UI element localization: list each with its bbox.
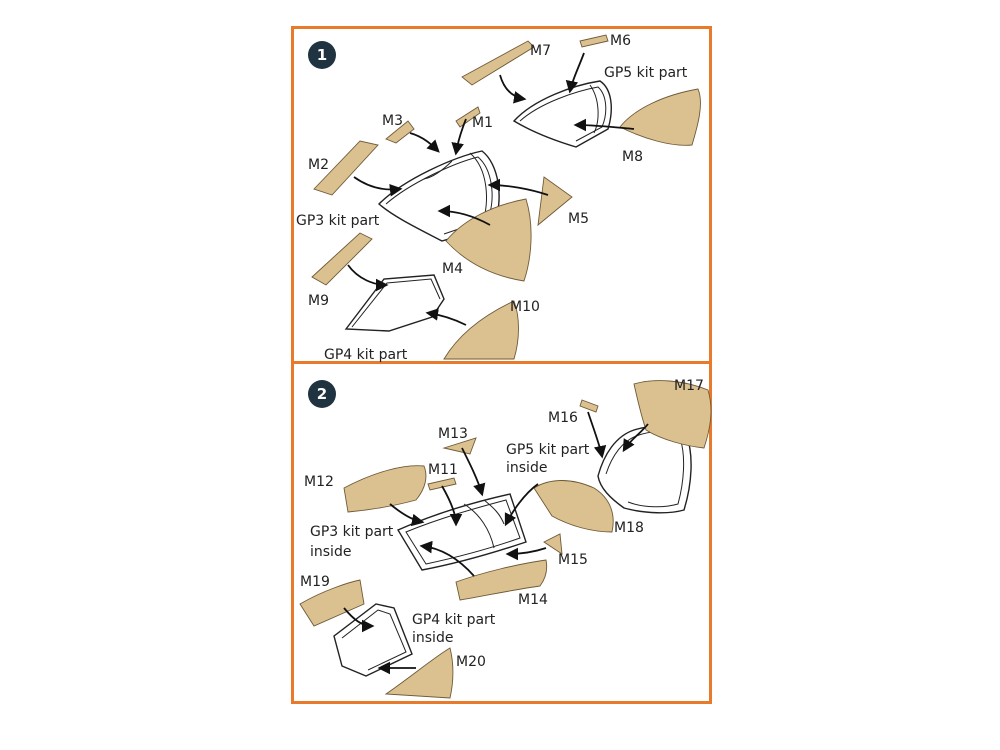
arrow-m16 [587, 411, 607, 459]
arrow-m12 [389, 503, 425, 527]
step-2-diagram: M17 M16 M13 GP5 kit part inside M11 M12 … [299, 378, 712, 699]
arrow-m10 [425, 308, 467, 326]
mask-m3 [385, 120, 415, 144]
mask-m6 [579, 34, 609, 48]
label-m9: M9 [308, 293, 329, 309]
mask-m9 [311, 232, 373, 286]
label-gp3-line2: inside [310, 544, 351, 560]
label-m19: M19 [300, 574, 330, 590]
gp4-kit-part [344, 274, 445, 332]
gp5-kit-part [512, 80, 612, 148]
label-m15: M15 [558, 552, 588, 568]
arrow-m9 [347, 264, 389, 292]
label-m3: M3 [382, 113, 403, 129]
arrow-m6 [565, 52, 585, 94]
arrow-m14 [419, 540, 475, 577]
mask-m16 [579, 399, 599, 413]
mask-m1 [455, 106, 481, 128]
label-m11: M11 [428, 462, 458, 478]
mask-m8 [619, 88, 701, 146]
arrow-m17 [622, 423, 649, 453]
label-m18: M18 [614, 520, 644, 536]
label-gp5-line2: inside [506, 460, 547, 476]
label-m4: M4 [442, 261, 463, 277]
arrow-m8 [573, 118, 635, 132]
label-m20: M20 [456, 654, 486, 670]
step-1-badge: 1 [308, 41, 336, 69]
gp4-kit-part-inside [333, 603, 413, 677]
mask-m11 [427, 477, 457, 491]
mask-m19 [299, 579, 365, 627]
label-gp4-line2: inside [412, 630, 453, 646]
arrow-m1 [451, 118, 467, 156]
label-m1: M1 [472, 115, 493, 131]
label-m10: M10 [510, 299, 540, 315]
label-m2: M2 [308, 157, 329, 173]
label-gp4: GP4 kit part [324, 347, 408, 363]
mask-m17 [633, 380, 712, 449]
gp5-kit-part-inside [597, 425, 692, 514]
step-1-diagram: M7 M6 GP5 kit part M8 M3 M1 M2 GP3 kit p… [296, 33, 701, 363]
arrow-m15 [505, 547, 547, 561]
arrow-m18 [504, 483, 539, 527]
label-m5: M5 [568, 211, 589, 227]
arrow-m11 [441, 485, 463, 527]
arrow-m3 [409, 132, 440, 153]
mask-m15 [543, 533, 563, 555]
mask-m5 [537, 176, 573, 227]
label-m17: M17 [674, 378, 704, 394]
arrow-m5 [487, 178, 549, 196]
label-gp3-line1: GP3 kit part [310, 524, 394, 540]
step-1-panel: 1 [291, 26, 712, 364]
mask-m14 [455, 559, 548, 601]
arrow-m7 [499, 74, 527, 104]
label-m13: M13 [438, 426, 468, 442]
arrow-m13 [461, 447, 486, 497]
label-m14: M14 [518, 592, 548, 608]
mask-m2 [313, 140, 379, 196]
label-m12: M12 [304, 474, 334, 490]
mask-m10 [443, 300, 519, 360]
label-m8: M8 [622, 149, 643, 165]
label-gp3: GP3 kit part [296, 213, 380, 229]
arrow-m19 [343, 607, 375, 633]
label-gp5: GP5 kit part [604, 65, 688, 81]
mask-m12 [343, 465, 427, 513]
gp3-kit-part-inside [396, 493, 527, 571]
mask-m4 [445, 198, 532, 282]
mask-m13 [442, 437, 477, 455]
mask-m7 [461, 40, 535, 86]
mask-m18 [533, 480, 614, 533]
arrow-m2 [353, 176, 403, 197]
label-m6: M6 [610, 33, 631, 49]
label-gp5-line1: GP5 kit part [506, 442, 590, 458]
label-m7: M7 [530, 43, 551, 59]
mask-m20 [384, 647, 454, 699]
arrow-m4 [437, 204, 491, 226]
step-2-panel: 2 [291, 364, 712, 704]
step-2-badge: 2 [308, 380, 336, 408]
label-gp4-line1: GP4 kit part [412, 612, 496, 628]
label-m16: M16 [548, 410, 578, 426]
